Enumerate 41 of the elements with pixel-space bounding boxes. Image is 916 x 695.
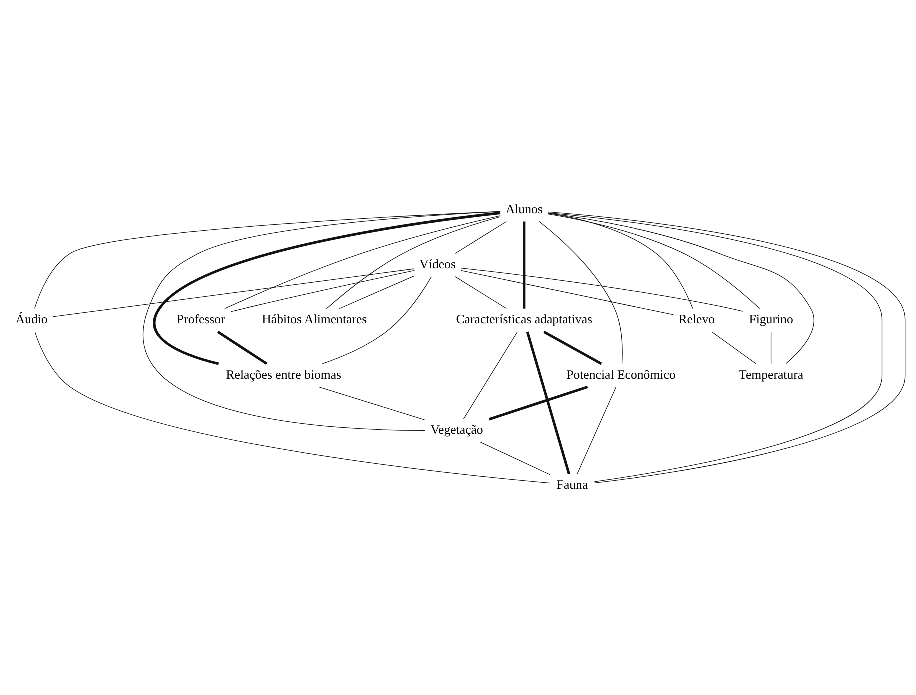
node-text: Vegetação (430, 422, 484, 436)
connector (455, 220, 507, 254)
connector (217, 330, 268, 364)
connector (153, 211, 501, 365)
connector (224, 215, 501, 309)
connector (548, 213, 760, 309)
connector (712, 331, 756, 364)
connector (526, 331, 570, 474)
node-text: Figurino (749, 312, 794, 326)
node-text: Temperatura (739, 367, 804, 382)
connector (460, 270, 674, 315)
connector (488, 385, 588, 420)
connector (463, 331, 518, 419)
node-text: Áudio (16, 312, 48, 326)
connector (318, 386, 426, 420)
connector (770, 331, 772, 364)
connector (544, 330, 602, 365)
node-text: Potencial Econômico (566, 367, 676, 382)
node-text: Fauna (556, 478, 588, 492)
node-text: Vídeos (420, 256, 456, 271)
connector (52, 268, 415, 317)
connector (577, 386, 617, 474)
connector (231, 270, 416, 312)
connector (539, 220, 623, 364)
node-text: Hábitos Alimentares (262, 312, 368, 326)
connector (339, 275, 415, 309)
connector (460, 268, 744, 312)
connector (34, 331, 551, 484)
connector (480, 442, 551, 475)
node-text: Alunos (506, 202, 543, 216)
node-text: Relevo (678, 312, 716, 326)
connector (322, 276, 432, 364)
connector (34, 210, 501, 308)
connector (142, 210, 501, 430)
connector (548, 212, 814, 364)
connector (523, 221, 526, 308)
node-text: Características adaptativas (456, 312, 593, 326)
node-text: Relações entre biomas (226, 367, 342, 382)
connector (455, 276, 507, 309)
node-text: Professor (176, 312, 226, 326)
connector (326, 216, 501, 309)
